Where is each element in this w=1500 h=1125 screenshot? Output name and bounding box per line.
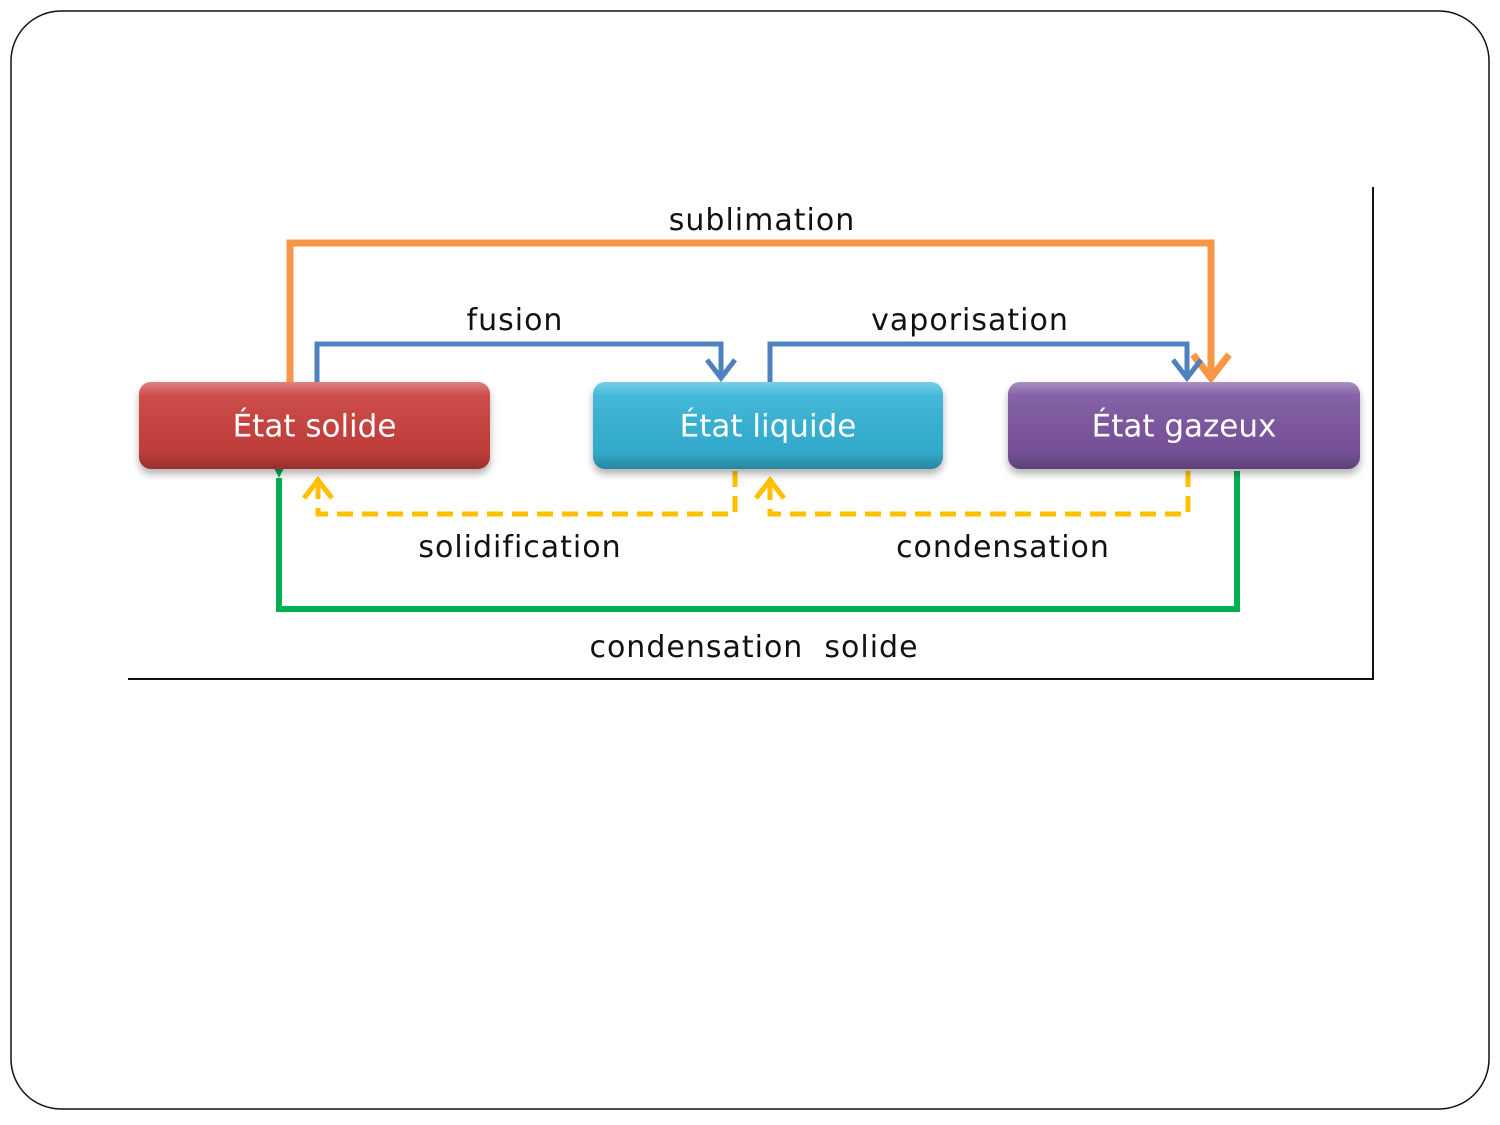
arrow-line — [767, 471, 1191, 517]
arrow-line — [286, 239, 1215, 382]
state-label: État gazeux — [1092, 409, 1277, 445]
transition-label-condensation: condensation — [896, 530, 1110, 565]
transition-label-vaporisation: vaporisation — [871, 303, 1069, 338]
transition-label-solidification: solidification — [418, 530, 621, 565]
arrow-vaporisation — [767, 341, 1203, 383]
transition-label-fusion: fusion — [467, 303, 564, 338]
arrowhead-icon — [1171, 358, 1203, 383]
state-label: État liquide — [680, 409, 857, 445]
state-box-liquide: État liquide — [593, 382, 943, 469]
arrow-line — [767, 341, 1190, 382]
state-label: État solide — [233, 409, 397, 445]
arrowhead-icon — [754, 475, 786, 500]
arrow-line — [315, 471, 738, 517]
arrow-fusion — [314, 341, 737, 383]
state-box-solide: État solide — [139, 382, 490, 469]
transition-label-condensation-solide: condensation solide — [589, 630, 918, 665]
state-box-gazeux: État gazeux — [1008, 382, 1360, 469]
arrow-sublimation — [286, 239, 1232, 384]
slide-frame — [10, 10, 1490, 1110]
arrow-solidification — [302, 471, 738, 517]
arrow-line — [276, 471, 1240, 612]
arrowhead-icon — [302, 475, 334, 500]
arrow-condensation — [754, 471, 1191, 517]
arrow-line — [314, 341, 724, 382]
transition-label-sublimation: sublimation — [669, 203, 855, 238]
arrowhead-icon — [705, 358, 737, 383]
